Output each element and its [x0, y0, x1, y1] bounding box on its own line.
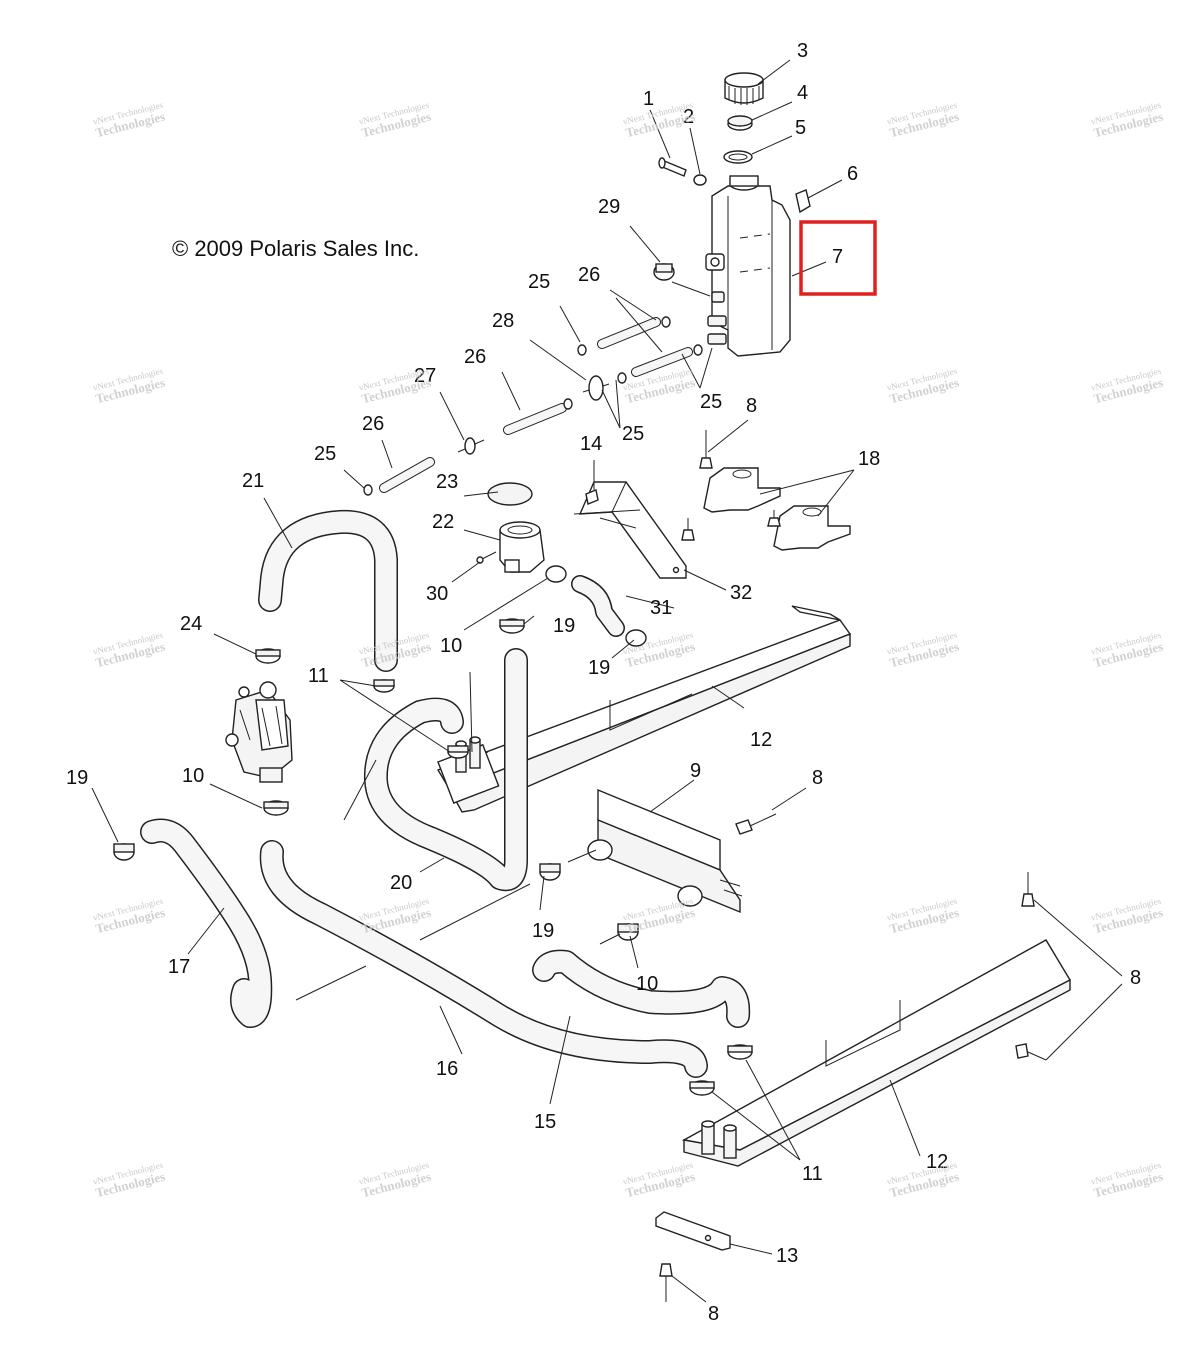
callout-10-a: 10 — [440, 635, 462, 657]
callout-14: 14 — [580, 433, 602, 455]
reservoir-washer — [693, 174, 707, 186]
callout-19-d: 19 — [532, 920, 554, 942]
callout-labels: 1 2 3 4 5 6 7 29 25 26 28 26 27 25 25 8 … — [66, 40, 1141, 1325]
callout-3: 3 — [797, 40, 808, 62]
callout-28: 28 — [492, 310, 514, 332]
callout-8-b: 8 — [812, 767, 823, 789]
coolant-reservoir-tank — [711, 185, 791, 357]
callout-13: 13 — [776, 1245, 798, 1267]
callout-15: 15 — [534, 1111, 556, 1133]
coolant-hose-21 — [258, 509, 398, 672]
callout-32: 32 — [730, 582, 752, 604]
callout-20: 20 — [390, 872, 412, 894]
callout-6: 6 — [847, 163, 858, 185]
callout-26-b: 26 — [464, 346, 486, 368]
check-valve — [457, 437, 485, 455]
callout-26-c: 26 — [362, 413, 384, 435]
callout-19-c: 19 — [66, 767, 88, 789]
callout-2: 2 — [683, 106, 694, 128]
callout-31: 31 — [650, 597, 672, 619]
breather-filter — [582, 375, 610, 401]
copyright-notice: © 2009 Polaris Sales Inc. — [172, 236, 420, 261]
reservoir-gasket — [727, 115, 753, 131]
callout-10-c: 10 — [636, 973, 658, 995]
callout-19-b: 19 — [588, 657, 610, 679]
hose-clamp-29 — [653, 263, 675, 281]
leader-lines — [91, 59, 1123, 1303]
radiator-upper — [436, 605, 852, 813]
callout-19-a: 19 — [553, 615, 575, 637]
callout-18: 18 — [858, 448, 880, 470]
callout-16: 16 — [436, 1058, 458, 1080]
radiator-bracket-13 — [655, 1211, 731, 1251]
callout-8-d: 8 — [708, 1303, 719, 1325]
coolant-hose-20 — [363, 648, 528, 892]
callout-9: 9 — [690, 760, 701, 782]
callout-8-c: 8 — [1130, 967, 1141, 989]
callout-7: 7 — [832, 246, 843, 268]
callout-10-b: 10 — [182, 765, 204, 787]
fasteners — [655, 813, 1047, 1302]
hose-clamps — [113, 618, 753, 1096]
reservoir-cap — [724, 72, 764, 105]
callout-25-b: 25 — [700, 391, 722, 413]
callout-25-d: 25 — [314, 443, 336, 465]
callout-17: 17 — [168, 956, 190, 978]
callout-22: 22 — [432, 511, 454, 533]
thermostat-group — [476, 481, 687, 647]
water-pump — [225, 681, 293, 783]
callout-21: 21 — [242, 470, 264, 492]
callout-11-b: 11 — [802, 1163, 823, 1185]
callout-12-a: 12 — [750, 729, 772, 751]
callout-25-c: 25 — [622, 423, 644, 445]
mount-brackets — [681, 430, 851, 551]
callout-4: 4 — [797, 82, 808, 104]
callout-5: 5 — [795, 117, 806, 139]
callout-12-b: 12 — [926, 1151, 948, 1173]
sensor — [585, 489, 599, 505]
callout-30: 30 — [426, 583, 448, 605]
reservoir-o-ring — [723, 150, 753, 164]
reservoir-clip — [795, 189, 811, 214]
coolant-reservoir-group — [653, 72, 811, 357]
mount-bracket-a — [703, 467, 781, 513]
radiator-shroud — [587, 788, 743, 914]
highlight-box-callout-7 — [799, 220, 877, 296]
coolant-hose-17 — [140, 818, 273, 1028]
breather-line-group — [363, 316, 703, 496]
callout-1: 1 — [643, 88, 654, 110]
thermostat-cap — [487, 482, 533, 506]
mount-bracket-b — [773, 505, 851, 551]
callout-29: 29 — [598, 196, 620, 218]
callout-25-a: 25 — [528, 271, 550, 293]
callout-24: 24 — [180, 613, 202, 635]
radiator-lower — [681, 939, 1071, 1167]
callout-27: 27 — [414, 365, 436, 387]
callout-8-a: 8 — [746, 395, 757, 417]
reservoir-bolt — [658, 157, 687, 177]
coolant-hose-15 — [532, 949, 751, 1028]
callout-26-a: 26 — [578, 264, 600, 286]
coolant-hose-16 — [259, 840, 708, 1078]
callout-11-a: 11 — [308, 665, 329, 687]
callout-23: 23 — [436, 471, 458, 493]
